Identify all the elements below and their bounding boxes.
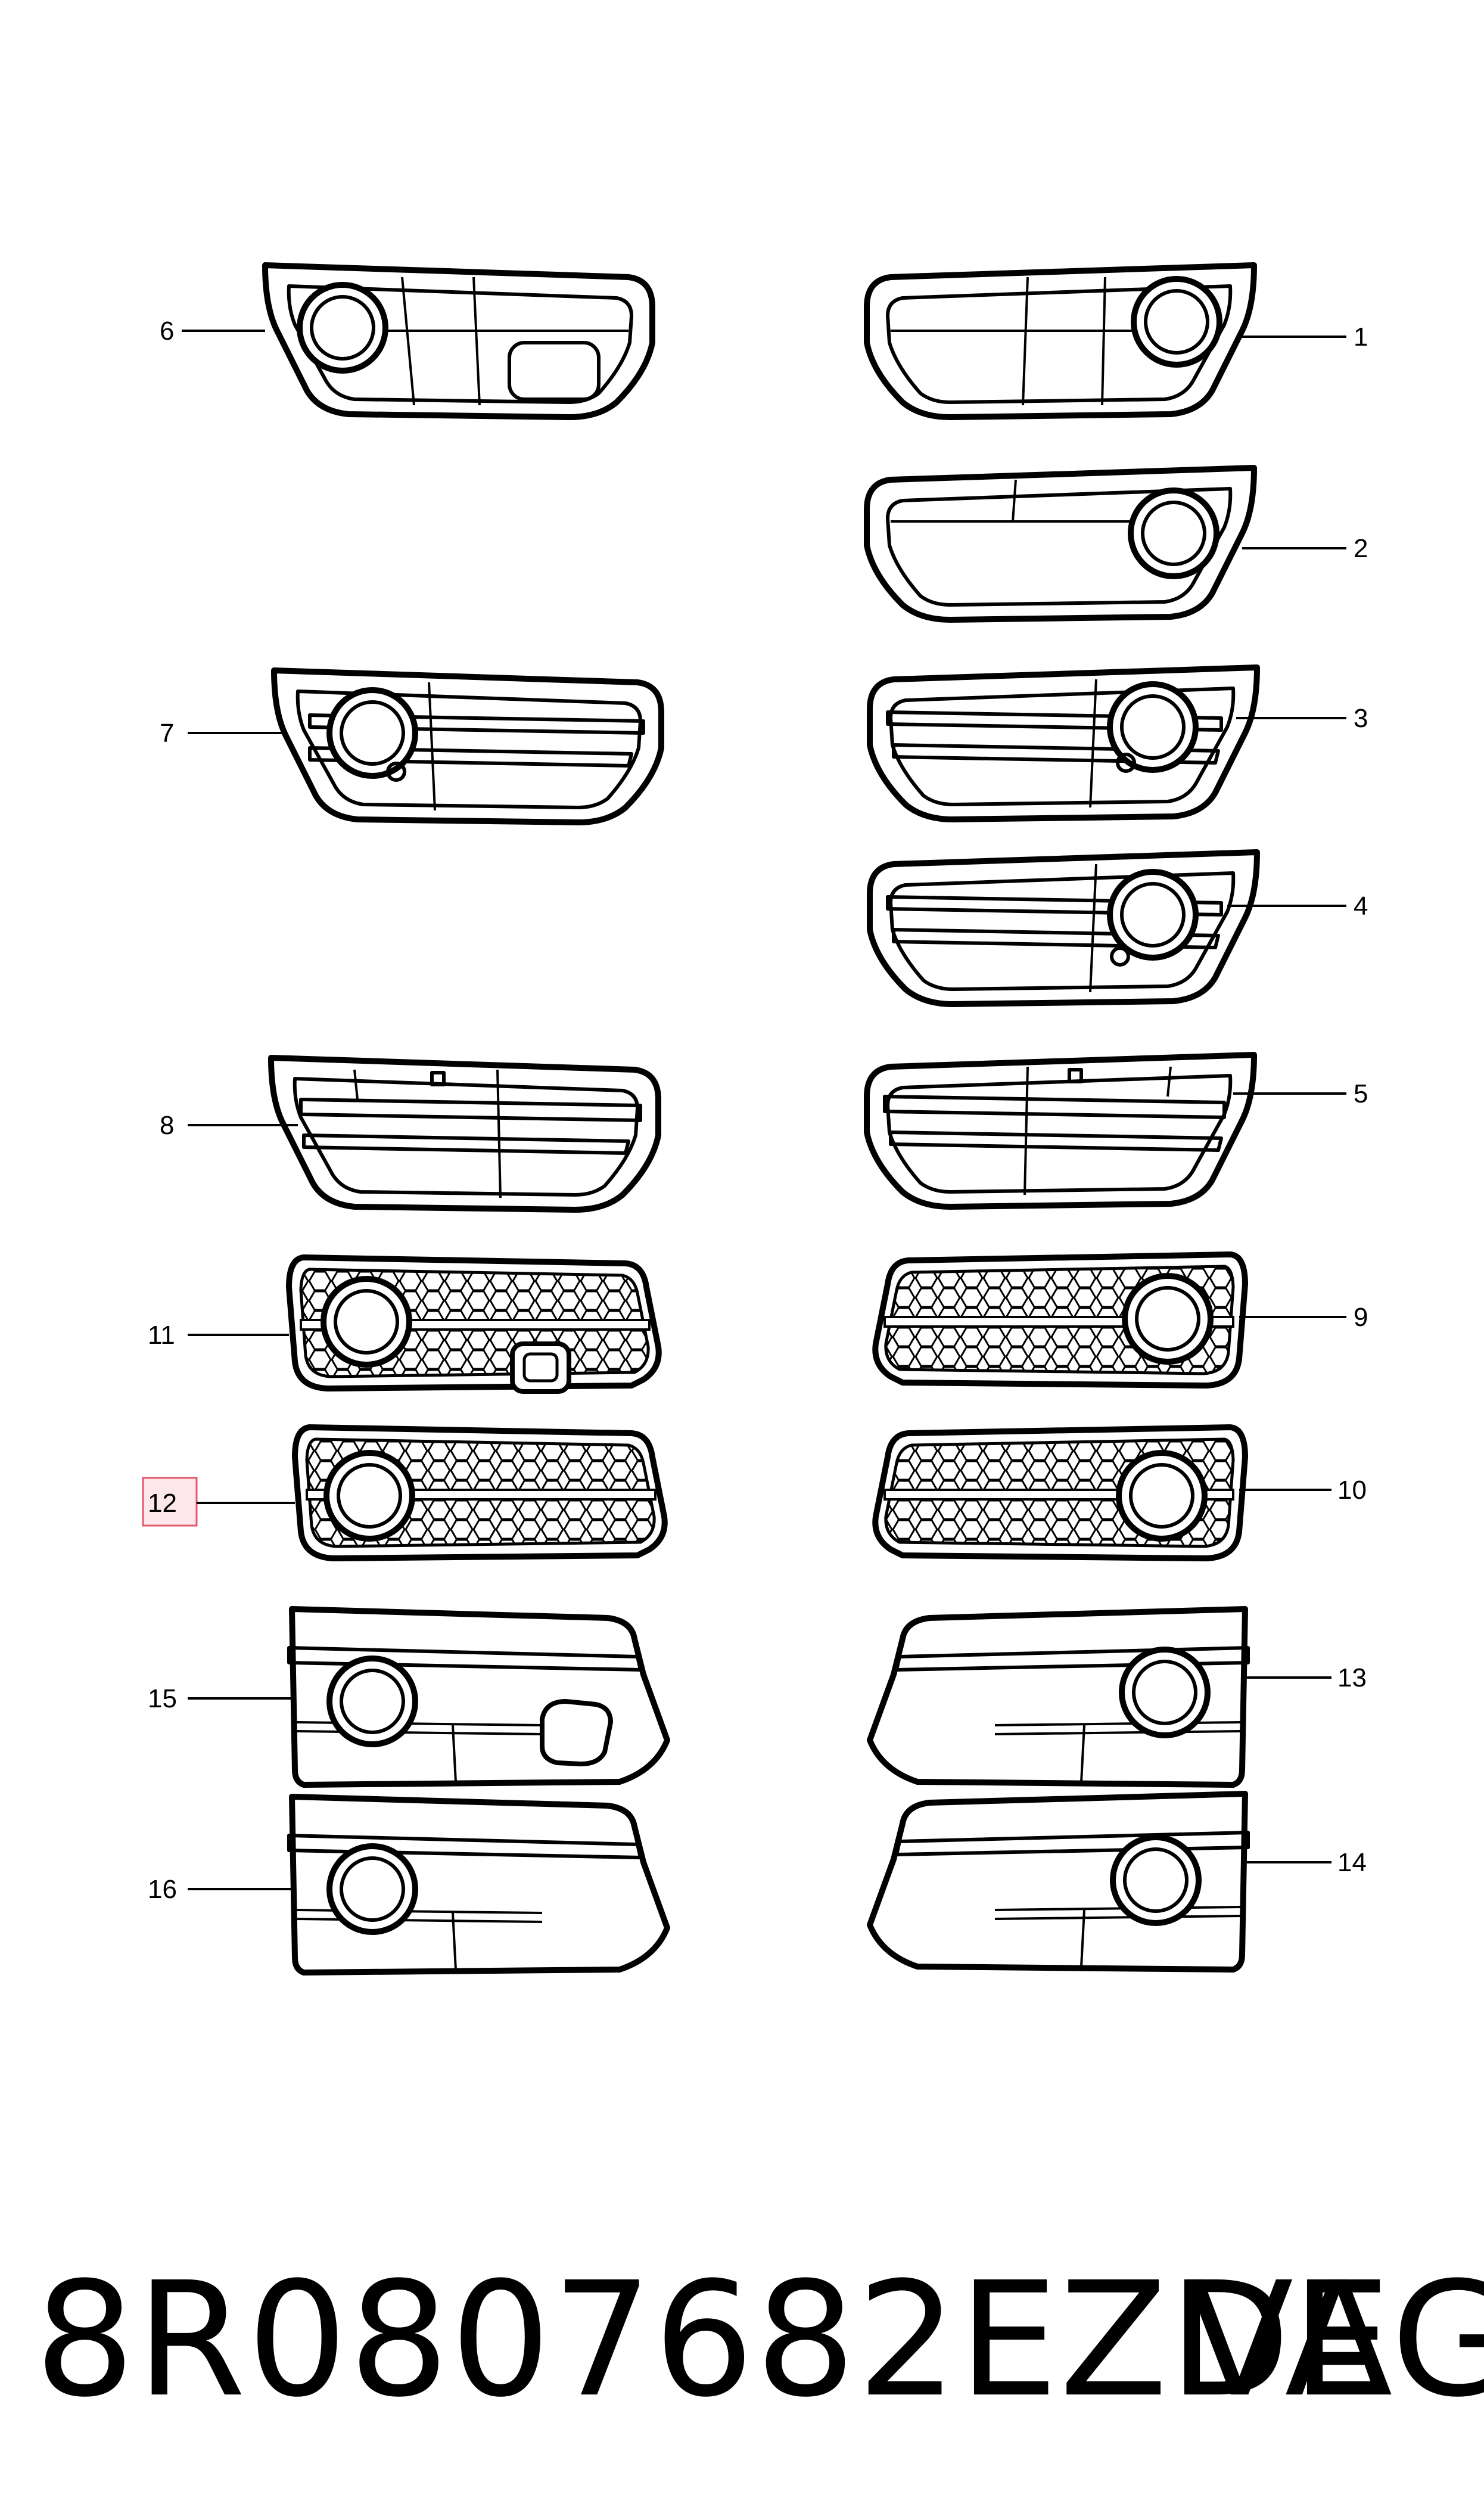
part-10-honeycomb-grille	[875, 1427, 1245, 1558]
part-14-bezel	[870, 1794, 1248, 1970]
part-4-grille	[870, 852, 1257, 1004]
callout-7: 7	[160, 719, 174, 748]
brand-name: VAG	[1186, 2248, 1484, 2432]
part-8-grille	[271, 1058, 658, 1210]
callout-4: 4	[1354, 892, 1368, 921]
part-5-grille	[867, 1055, 1254, 1207]
callout-3: 3	[1354, 704, 1368, 733]
part-12-honeycomb-grille	[295, 1427, 665, 1558]
part-1-grille	[867, 265, 1254, 417]
callout-14: 14	[1337, 1848, 1367, 1877]
part-13-bezel	[870, 1609, 1248, 1785]
callout-9: 9	[1354, 1303, 1368, 1332]
part-16-bezel	[289, 1797, 667, 1973]
part-15-bezel	[289, 1609, 667, 1785]
part-6-grille	[265, 265, 652, 417]
callout-5: 5	[1354, 1079, 1368, 1108]
callout-12-highlight	[142, 1477, 198, 1527]
callout-13: 13	[1337, 1663, 1367, 1692]
callout-12: 12	[148, 1489, 177, 1518]
callout-16: 16	[148, 1875, 177, 1904]
callout-15: 15	[148, 1684, 177, 1713]
part-number: 8R0807682EZDE	[35, 2248, 1393, 2432]
callout-1: 1	[1354, 322, 1368, 352]
callout-11: 11	[148, 1321, 175, 1350]
callout-8: 8	[160, 1111, 174, 1140]
callout-10: 10	[1337, 1476, 1367, 1505]
part-7-grille	[274, 670, 661, 822]
part-2-grille	[867, 468, 1254, 620]
callout-6: 6	[160, 316, 174, 346]
callout-2: 2	[1354, 534, 1368, 563]
part-9-honeycomb-grille	[875, 1254, 1245, 1386]
part-11-honeycomb-grille	[289, 1257, 659, 1394]
part-3-grille	[870, 667, 1257, 819]
